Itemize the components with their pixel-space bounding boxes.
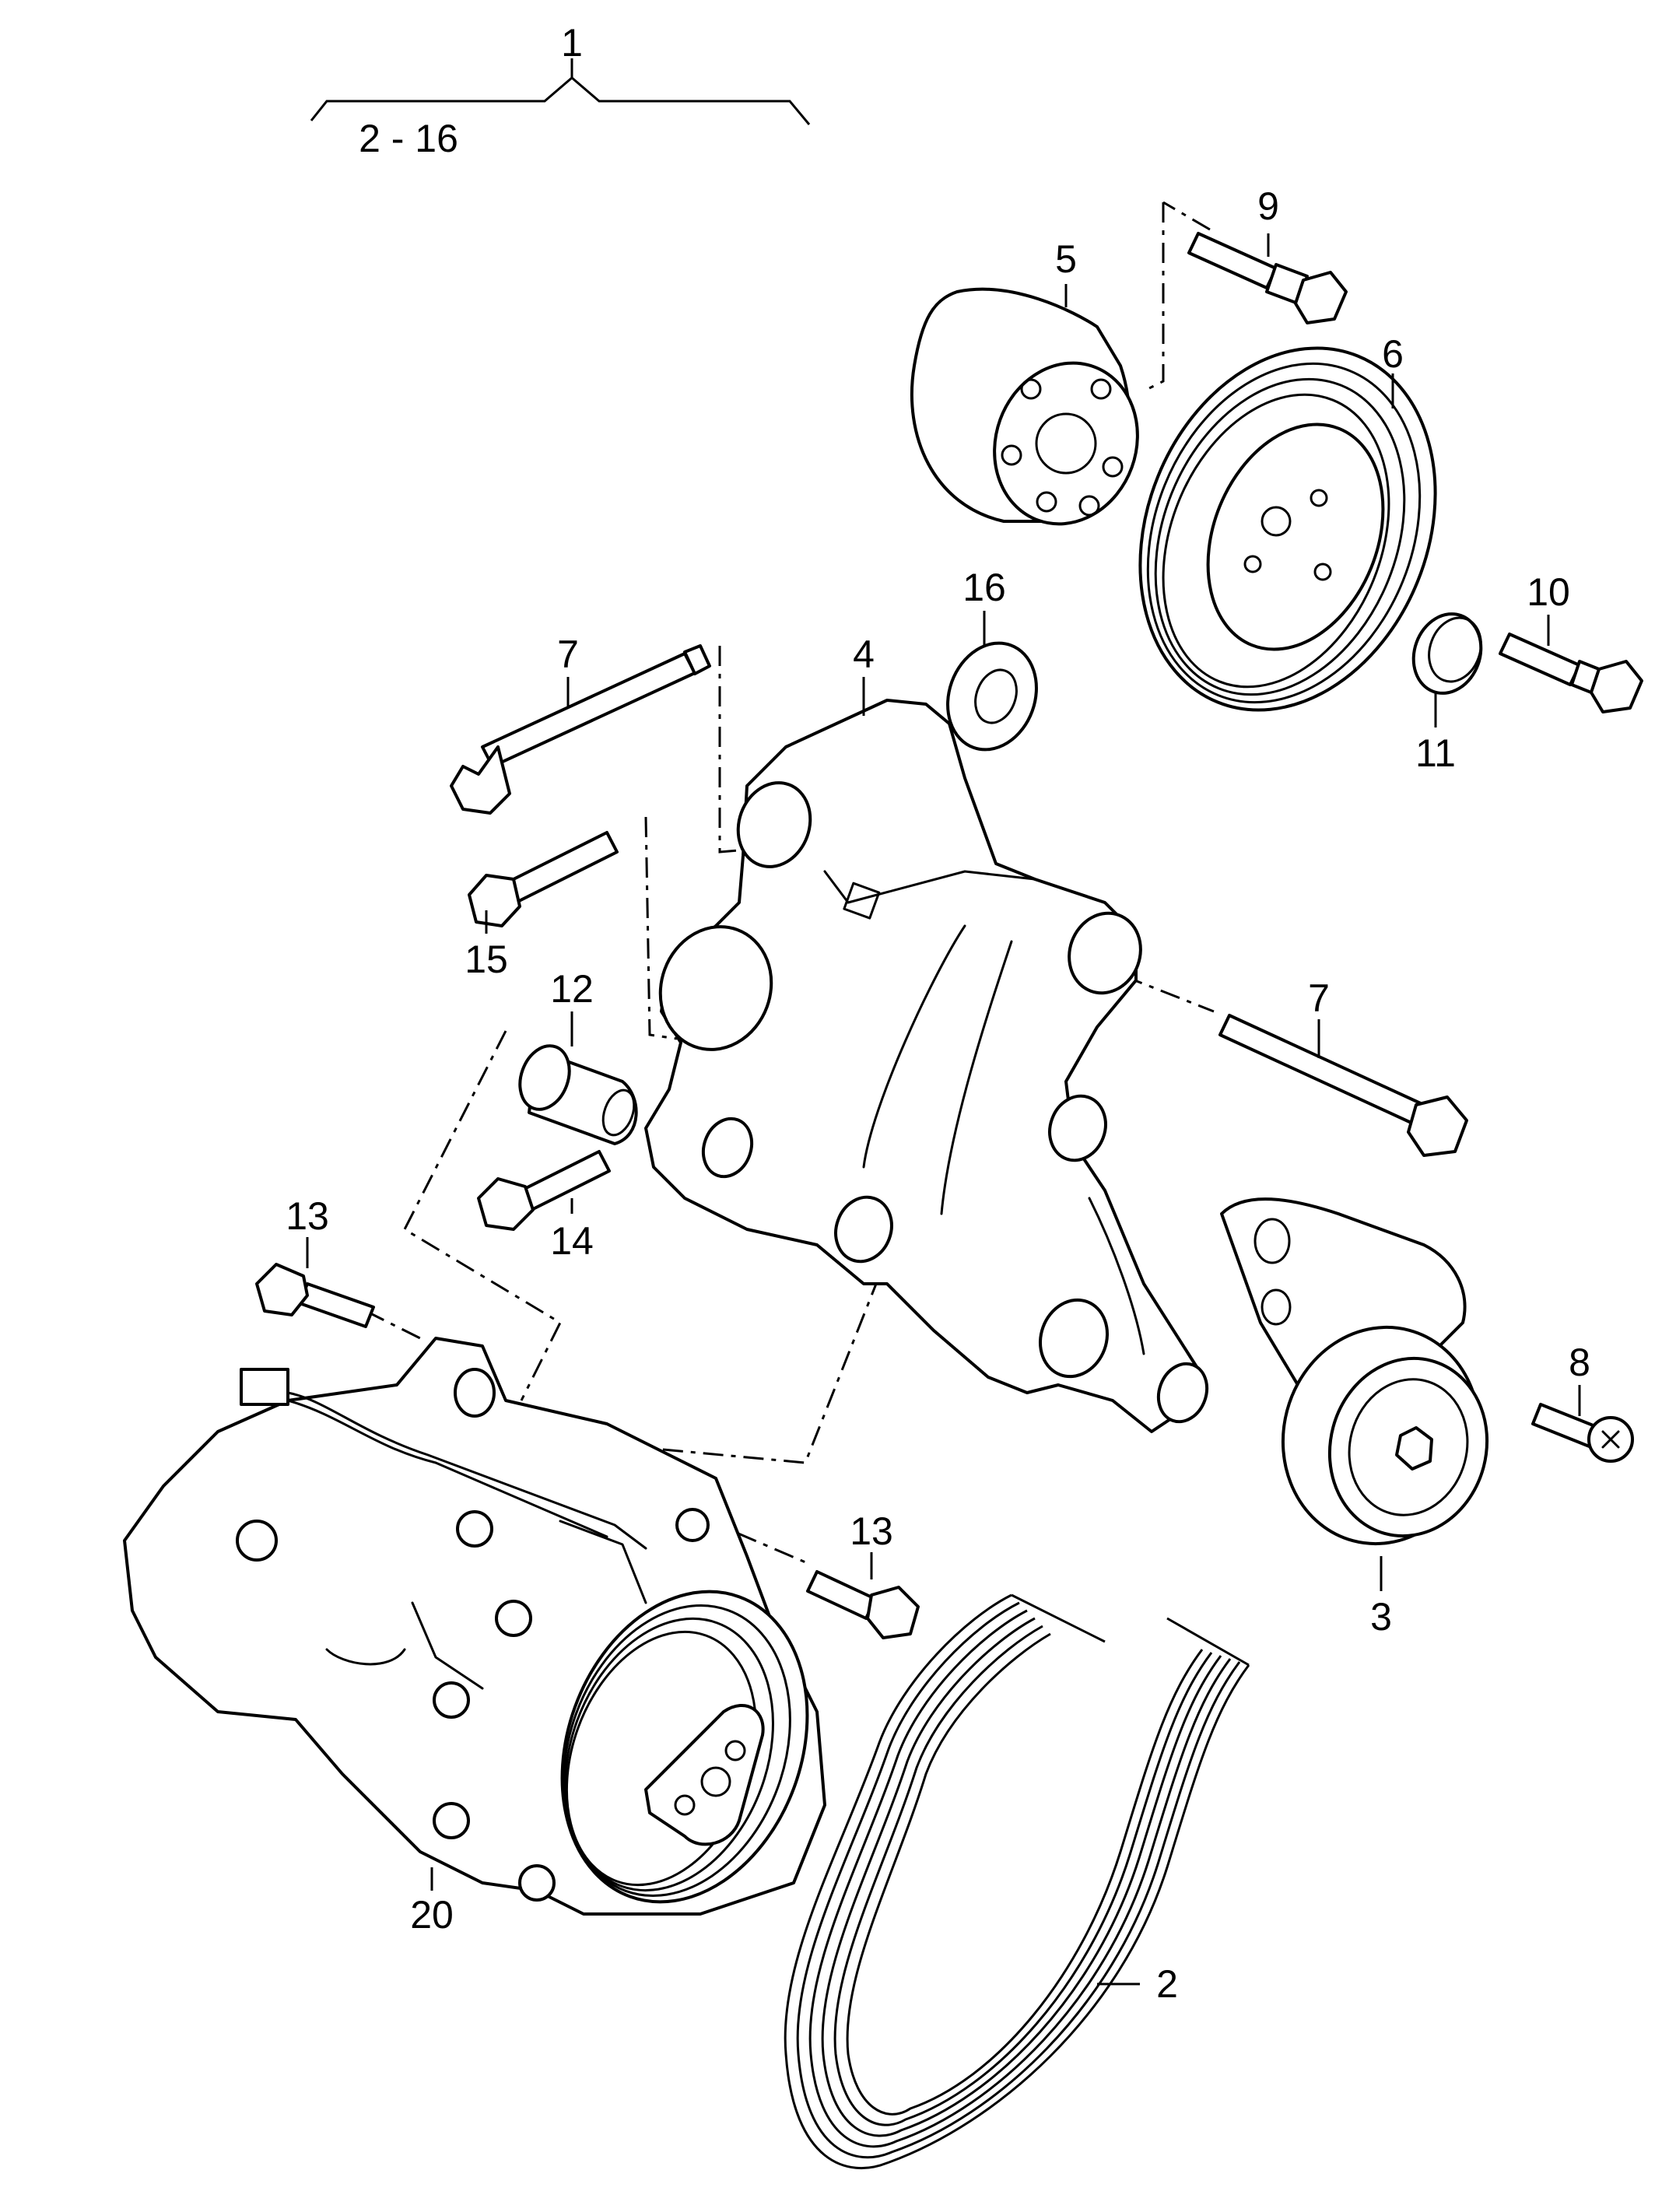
- callout-labels: 1 2 - 16 2 3 4 5 6 7 7 8 9 10 11 12 13 1…: [286, 21, 1590, 2006]
- callout-14: 14: [550, 1219, 594, 1263]
- callout-8: 8: [1569, 1341, 1590, 1384]
- callout-20: 20: [410, 1893, 454, 1937]
- callout-11: 11: [1415, 731, 1456, 775]
- ribbed-v-belt: [784, 1593, 1250, 2169]
- callout-6: 6: [1382, 332, 1404, 376]
- ac-compressor: [123, 1337, 826, 1916]
- callout-7-upper: 7: [557, 633, 579, 676]
- screw-8: [1531, 1403, 1634, 1463]
- callout-1: 1: [561, 21, 583, 65]
- bolt-7-upper: [450, 644, 711, 815]
- callout-5: 5: [1055, 237, 1077, 281]
- callout-13-upper: 13: [286, 1194, 329, 1238]
- idler-roller: [910, 287, 1139, 526]
- bolt-15: [468, 831, 619, 927]
- assembly-guide-lines: [365, 201, 1215, 1565]
- callout-4: 4: [853, 633, 875, 676]
- bolt-13-upper: [255, 1263, 375, 1328]
- callout-16: 16: [962, 566, 1006, 609]
- pulley: [1138, 346, 1437, 712]
- belt-tensioner: [1220, 1197, 1489, 1546]
- callout-15: 15: [465, 938, 508, 981]
- callout-2: 2: [1156, 1962, 1178, 2006]
- washer: [946, 641, 1038, 752]
- callout-7-lower: 7: [1308, 976, 1330, 1020]
- callout-1-range: 2 - 16: [359, 117, 458, 160]
- bolt-9: [1187, 232, 1348, 324]
- bolt-7-lower: [1218, 1014, 1468, 1157]
- pulley-cap: [1411, 612, 1483, 695]
- leader-lines: [306, 233, 1581, 1986]
- callout-3: 3: [1370, 1595, 1392, 1639]
- bolt-10: [1499, 633, 1643, 713]
- bolt-14: [477, 1150, 611, 1231]
- callout-13-lower: 13: [850, 1509, 893, 1553]
- sleeve: [518, 1044, 638, 1145]
- callout-9: 9: [1257, 184, 1279, 228]
- bracket: [644, 699, 1209, 1433]
- callout-12: 12: [550, 967, 594, 1011]
- bolt-13-lower: [806, 1570, 920, 1639]
- callout-10: 10: [1527, 570, 1570, 614]
- assembly-group-bracket: [310, 58, 811, 125]
